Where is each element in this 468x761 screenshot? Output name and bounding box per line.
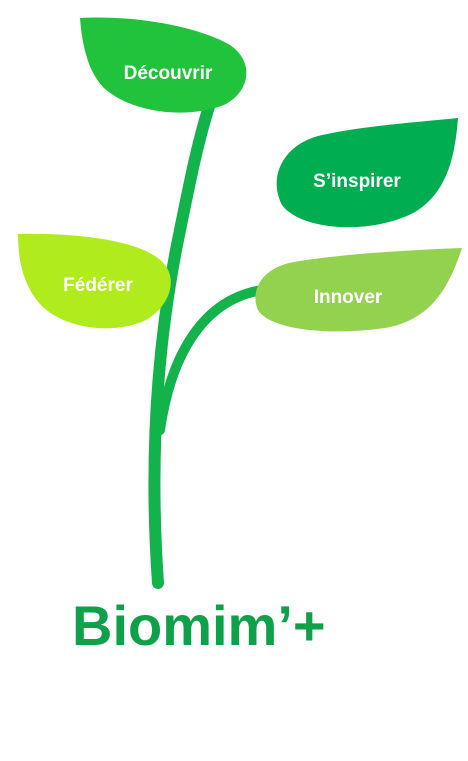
- leaf-federer: [18, 233, 171, 329]
- label-federer: Fédérer: [63, 275, 133, 296]
- label-decouvrir: Découvrir: [124, 63, 213, 84]
- main-stem: [148, 86, 220, 589]
- brand-name: Biomim’+: [72, 594, 326, 657]
- leaf-innover: [255, 248, 462, 332]
- leaf-decouvrir: [80, 17, 247, 113]
- label-sinspirer: S’inspirer: [313, 171, 401, 192]
- label-innover: Innover: [314, 287, 383, 308]
- branch-stem: [155, 285, 267, 435]
- leaf-sinspirer: [276, 118, 458, 228]
